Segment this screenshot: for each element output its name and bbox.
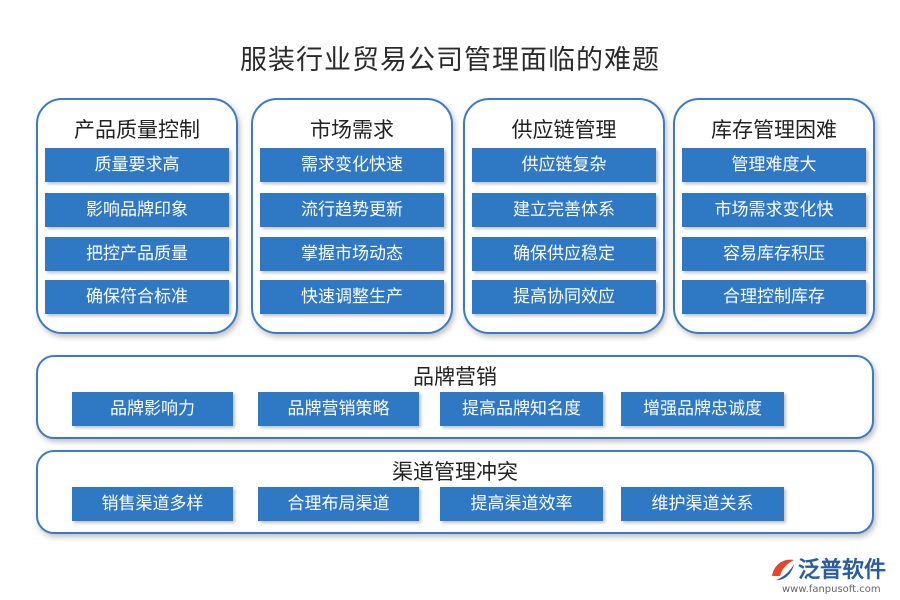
band-title: 渠道管理冲突: [392, 460, 518, 484]
card-item: 建立完善体系: [472, 193, 656, 227]
card-item: 掌握市场动态: [260, 237, 444, 271]
card-item: 快速调整生产: [260, 280, 444, 314]
band-item: 提高品牌知名度: [440, 392, 603, 426]
band-item: 品牌影响力: [72, 392, 233, 426]
card-item: 影响品牌印象: [45, 193, 229, 227]
band-item: 提高渠道效率: [440, 487, 603, 521]
band-item: 合理布局渠道: [258, 487, 419, 521]
card-item: 合理控制库存: [682, 280, 866, 314]
card-market-demand: 市场需求 需求变化快速 流行趋势更新 掌握市场动态 快速调整生产: [251, 98, 453, 334]
page-title: 服装行业贸易公司管理面临的难题: [240, 45, 660, 76]
card-inventory: 库存管理困难 管理难度大 市场需求变化快 容易库存积压 合理控制库存: [673, 98, 875, 334]
card-product-quality: 产品质量控制 质量要求高 影响品牌印象 把控产品质量 确保符合标准: [36, 98, 238, 334]
card-item: 容易库存积压: [682, 237, 866, 271]
band-channel-conflict: 渠道管理冲突 销售渠道多样 合理布局渠道 提高渠道效率 维护渠道关系: [36, 450, 874, 534]
band-brand-marketing: 品牌营销 品牌影响力 品牌营销策略 提高品牌知名度 增强品牌忠诚度: [36, 355, 874, 439]
logo-mark-icon: [772, 559, 794, 581]
card-title: 市场需求: [310, 118, 394, 142]
band-title: 品牌营销: [413, 365, 497, 389]
card-item: 市场需求变化快: [682, 193, 866, 227]
card-item: 供应链复杂: [472, 148, 656, 182]
card-supply-chain: 供应链管理 供应链复杂 建立完善体系 确保供应稳定 提高协同效应: [463, 98, 665, 334]
card-title: 产品质量控制: [74, 118, 200, 142]
band-item: 增强品牌忠诚度: [621, 392, 784, 426]
band-item: 品牌营销策略: [258, 392, 419, 426]
card-item: 确保符合标准: [45, 280, 229, 314]
card-item: 把控产品质量: [45, 237, 229, 271]
card-item: 流行趋势更新: [260, 193, 444, 227]
card-item: 质量要求高: [45, 148, 229, 182]
logo-url: www.fanpusoft.com: [782, 584, 881, 595]
card-title: 供应链管理: [511, 118, 617, 142]
logo-name: 泛普软件: [798, 558, 887, 583]
band-item: 销售渠道多样: [72, 487, 233, 521]
card-item: 需求变化快速: [260, 148, 444, 182]
card-title: 库存管理困难: [711, 118, 837, 142]
card-item: 确保供应稳定: [472, 237, 656, 271]
brand-logo: 泛普软件 www.fanpusoft.com: [768, 552, 898, 598]
card-item: 管理难度大: [682, 148, 866, 182]
card-item: 提高协同效应: [472, 280, 656, 314]
band-item: 维护渠道关系: [621, 487, 784, 521]
